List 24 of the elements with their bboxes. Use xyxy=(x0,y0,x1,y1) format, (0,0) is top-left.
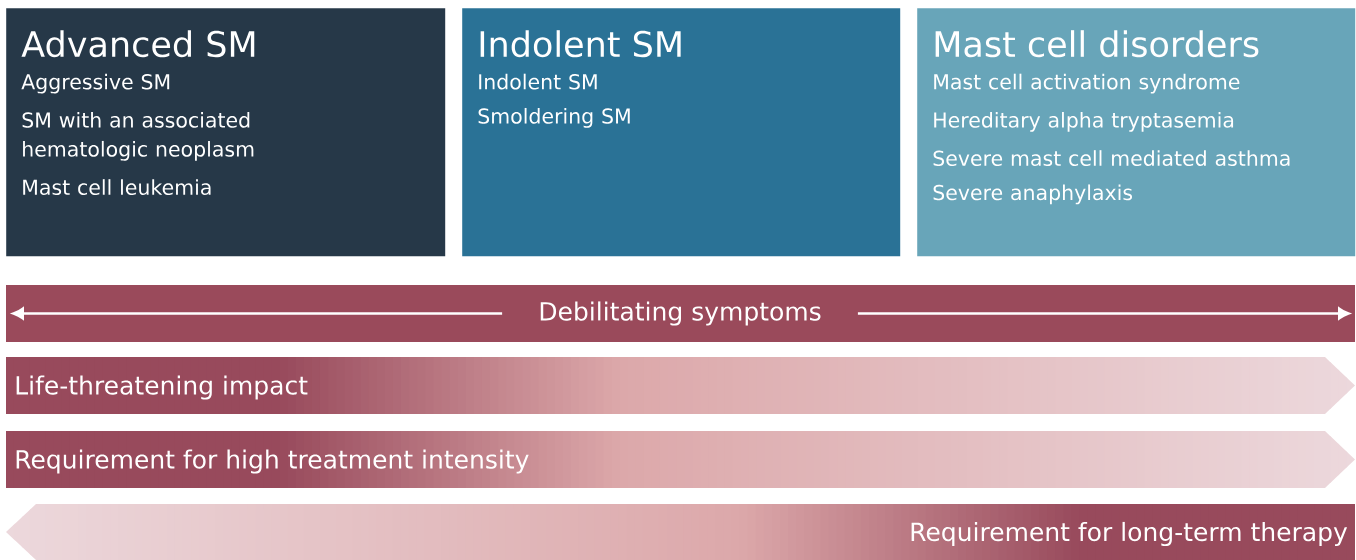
arrow-band: Requirement for high treatment intensity xyxy=(6,431,1355,488)
arrow-band: Life-threatening impact xyxy=(6,357,1355,414)
list-item: Severe mast cell mediated asthma xyxy=(933,150,1290,167)
list-item: Mast cell leukemia xyxy=(23,179,211,196)
arrow xyxy=(857,307,1350,320)
panel-heading: Advanced SM xyxy=(21,30,255,58)
panel-heading: Indolent SM xyxy=(480,30,681,58)
arrow xyxy=(12,307,503,320)
list-item: SM with an associated hematologic neoplasm xyxy=(22,111,254,161)
list-item: Smoldering SM xyxy=(478,107,630,128)
list-item: Aggressive SM xyxy=(21,73,170,94)
node-label: Requirement for long-term therapy xyxy=(911,521,1348,547)
node-label: Requirement for high treatment intensity xyxy=(16,449,529,474)
category-panel xyxy=(6,8,446,257)
list-item: Indolent SM xyxy=(479,73,597,90)
category-panel xyxy=(917,8,1356,257)
list-item: Severe anaphylaxis xyxy=(933,184,1133,205)
list-item: Mast cell activation syndrome xyxy=(934,73,1240,94)
node-label: Life-threatening impact xyxy=(16,375,308,400)
banner: Debilitating symptoms xyxy=(6,285,1355,342)
category-panel xyxy=(462,8,901,257)
panel-heading: Mast cell disorders xyxy=(935,30,1259,58)
list-item: Hereditary alpha tryptasemia xyxy=(934,111,1234,132)
arrow-band: Requirement for long-term therapy xyxy=(6,504,1355,560)
